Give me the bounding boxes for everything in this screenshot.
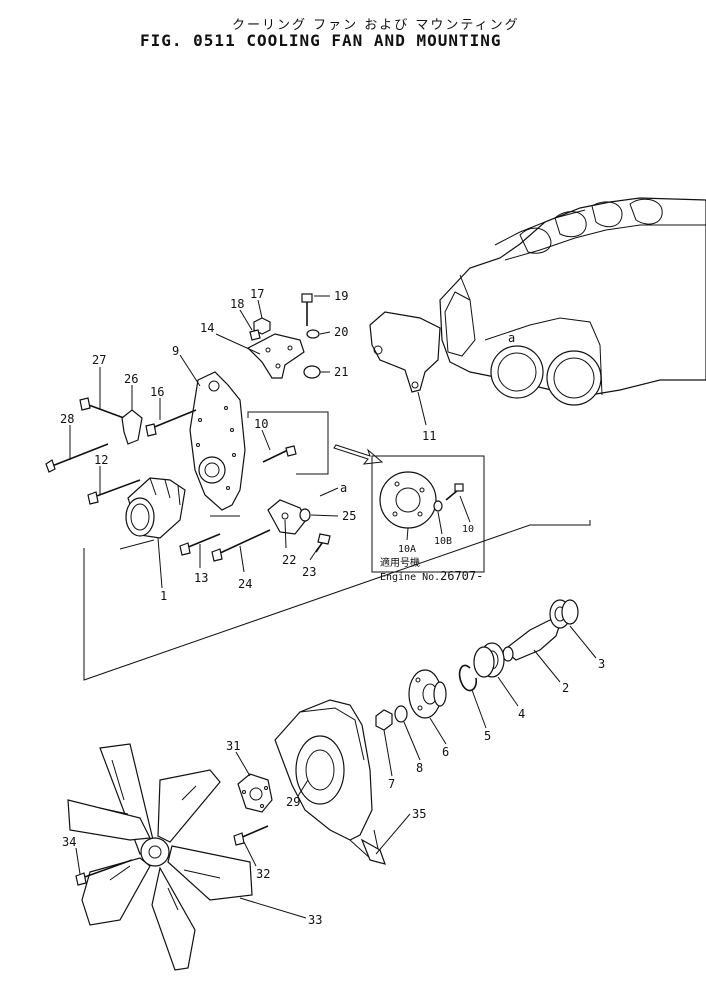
bearing xyxy=(473,642,505,678)
callout-1: 1 xyxy=(160,589,167,603)
callout-5: 5 xyxy=(484,729,491,743)
inset-label-10b: 10B xyxy=(434,536,452,547)
callout-19: 19 xyxy=(334,289,348,303)
callout-20: 20 xyxy=(334,325,348,339)
callout-27: 27 xyxy=(92,353,106,367)
callout-22: 22 xyxy=(282,553,296,567)
callout-4: 4 xyxy=(518,707,525,721)
snap-ring xyxy=(458,664,478,692)
callout-16: 16 xyxy=(150,385,164,399)
fan-spacer xyxy=(237,773,273,813)
fan-shaft xyxy=(502,599,579,662)
fan-hub-cylinder xyxy=(125,477,186,539)
inset-jp-note: 適用号機 xyxy=(380,556,420,569)
flange-hub xyxy=(408,669,447,719)
mounting-plate xyxy=(189,371,246,511)
callout-labels: 1 2 3 4 5 6 7 8 9 10 11 12 13 14 16 17 1… xyxy=(60,287,605,927)
callout-31: 31 xyxy=(226,739,240,753)
cooling-fan xyxy=(67,743,253,971)
callout-3: 3 xyxy=(598,657,605,671)
figure-title: FIG. 0511 COOLING FAN AND MOUNTING xyxy=(140,31,502,50)
engine-block xyxy=(439,197,706,406)
callout-11: 11 xyxy=(422,429,436,443)
callout-28: 28 xyxy=(60,412,74,426)
callout-25: 25 xyxy=(342,509,356,523)
bracket-plate xyxy=(246,333,305,379)
figure-title-japanese: クーリング ファン および マウンティング xyxy=(232,18,520,33)
callout-24: 24 xyxy=(238,577,252,591)
nut xyxy=(375,709,393,731)
callout-32: 32 xyxy=(256,867,270,881)
callout-33: 33 xyxy=(308,913,322,927)
inset-label-10: 10 xyxy=(462,524,474,535)
fan-bracket xyxy=(369,311,441,393)
fan-mount-bolt xyxy=(81,859,133,879)
fan-bolt xyxy=(239,825,269,839)
direction-arrow xyxy=(333,444,384,465)
callout-7: 7 xyxy=(388,777,395,791)
callout-12: 12 xyxy=(94,453,108,467)
fasteners xyxy=(45,293,331,562)
callout-6: 6 xyxy=(442,745,449,759)
callout-17: 17 xyxy=(250,287,264,301)
callout-29: 29 xyxy=(286,795,300,809)
callout-13: 13 xyxy=(194,571,208,585)
callout-10: 10 xyxy=(254,417,268,431)
inset-engine-number: 26707- xyxy=(440,569,483,583)
callout-26: 26 xyxy=(124,372,138,386)
inset-engine-label: Engine No. xyxy=(380,572,440,583)
callout-21: 21 xyxy=(334,365,348,379)
washer xyxy=(394,705,408,723)
inset-label-10a: 10A xyxy=(398,544,416,555)
callout-8: 8 xyxy=(416,761,423,775)
fan-pulley xyxy=(274,699,386,865)
callout-14: 14 xyxy=(200,321,214,335)
callout-2: 2 xyxy=(562,681,569,695)
leader-lines xyxy=(69,295,597,919)
callout-34: 34 xyxy=(62,835,76,849)
reference-mark-a-engine: a xyxy=(508,331,515,345)
callout-18: 18 xyxy=(230,297,244,311)
reference-mark-a: a xyxy=(340,481,347,495)
callout-35: 35 xyxy=(412,807,426,821)
callout-23: 23 xyxy=(302,565,316,579)
callout-9: 9 xyxy=(172,344,179,358)
